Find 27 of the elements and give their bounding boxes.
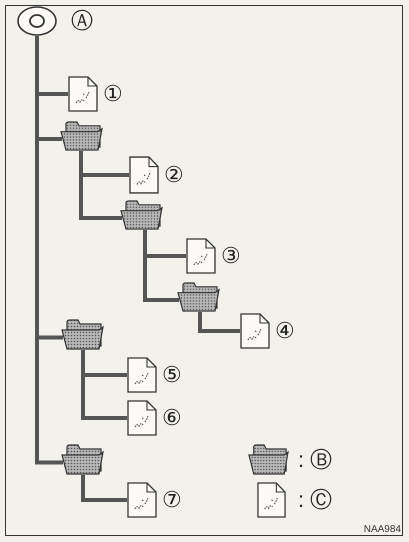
file-icon (186, 238, 216, 274)
file-icon (127, 357, 157, 393)
legend-text: : Ⓑ (298, 448, 332, 472)
file-icon (240, 313, 270, 349)
connector-line (81, 475, 127, 502)
folder-icon (120, 200, 163, 230)
callout-number: ① (103, 82, 123, 106)
callout-number: ③ (221, 244, 241, 268)
file-icon (127, 400, 157, 436)
callout-letter: Ⓐ (71, 9, 93, 33)
folder-icon (60, 121, 103, 151)
callout-number: ② (164, 163, 184, 187)
connector-line (35, 36, 63, 464)
file-icon (68, 76, 98, 112)
callout-number: ⑦ (162, 488, 182, 512)
connector-line (198, 312, 240, 333)
file-icon (129, 156, 159, 194)
callout-number: ⑤ (162, 363, 182, 387)
callout-number: ⑥ (162, 406, 182, 430)
folder-icon (177, 282, 220, 312)
legend-text: : Ⓒ (298, 488, 332, 512)
disc-icon (17, 6, 57, 36)
file-icon (127, 482, 157, 518)
folder-icon (61, 319, 104, 350)
callout-number: ④ (275, 319, 295, 343)
folder-icon (61, 444, 104, 475)
figure-code: NAA984 (364, 524, 401, 535)
